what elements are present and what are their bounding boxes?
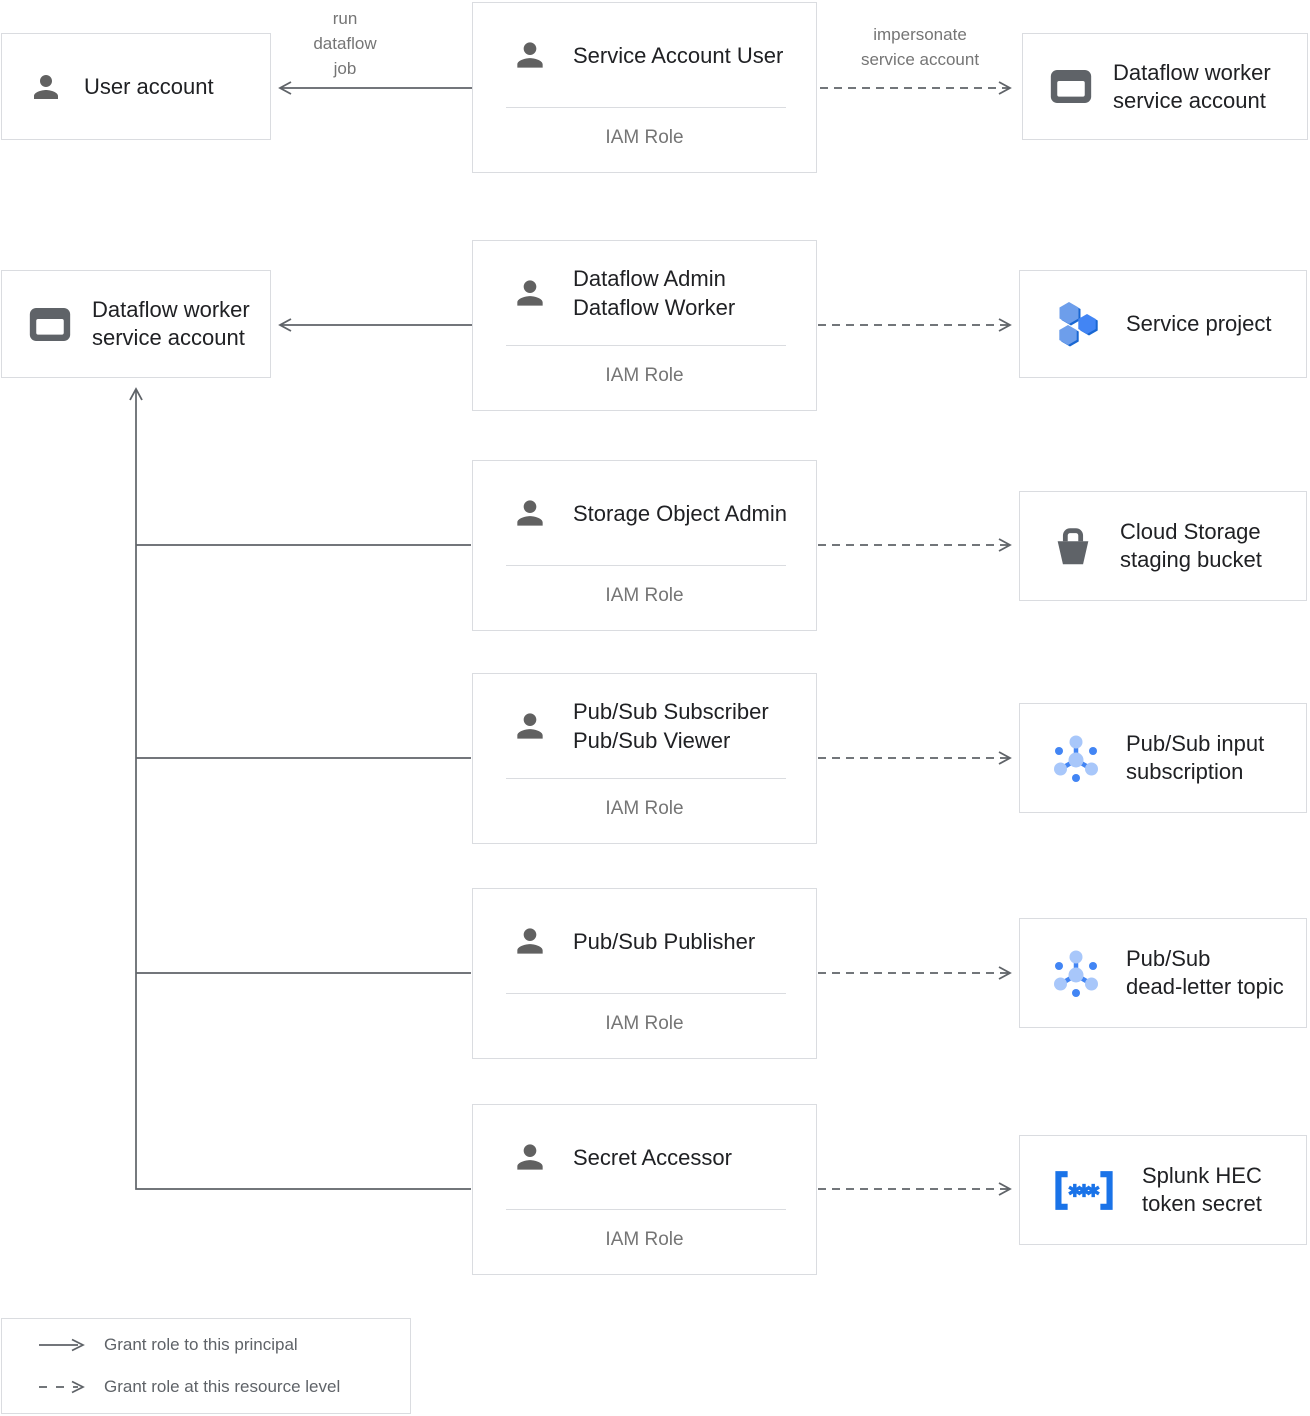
person-icon	[517, 928, 543, 954]
node-label: Splunk HEC	[1142, 1163, 1262, 1188]
divider	[506, 565, 786, 566]
solid-arrow-icon	[39, 1338, 85, 1352]
legend: Grant role to this principal Grant role …	[1, 1318, 411, 1414]
divider	[506, 993, 786, 994]
node-label: Pub/Sub input	[1126, 731, 1265, 756]
node-label: Dataflow worker	[1113, 59, 1271, 85]
pubsub-icon	[1054, 735, 1098, 782]
person-icon	[517, 713, 543, 739]
divider	[506, 778, 786, 779]
node-label: dead-letter topic	[1126, 974, 1284, 999]
secret-icon	[1055, 1170, 1113, 1210]
bucket-icon	[1057, 528, 1089, 565]
legend-row-solid: Grant role to this principal	[2, 1324, 410, 1366]
service-account-icon	[1050, 70, 1092, 103]
node-splunk-hec-token-secret: Splunk HEC token secret	[1019, 1135, 1307, 1245]
legend-row-dashed: Grant role at this resource level	[2, 1366, 410, 1408]
node-secret-accessor-role: Secret Accessor IAM Role	[472, 1104, 817, 1275]
node-label: token secret	[1142, 1191, 1262, 1216]
role-label: Secret Accessor	[573, 1144, 732, 1170]
pubsub-icon	[1054, 950, 1098, 997]
node-label: Service project	[1126, 311, 1272, 336]
role-label: Pub/Sub Subscriber	[573, 699, 769, 724]
node-service-account-user-role: Service Account User IAM Role	[472, 2, 817, 173]
role-label: Dataflow Worker	[573, 295, 736, 320]
iam-role-label: IAM Role	[605, 1013, 684, 1034]
node-label: Cloud Storage	[1120, 519, 1261, 544]
node-label: Dataflow worker	[92, 297, 250, 322]
node-pubsub-dead-letter-topic: Pub/Sub dead-letter topic	[1019, 918, 1307, 1028]
iam-role-label: IAM Role	[605, 585, 684, 606]
node-pubsub-input-subscription: Pub/Sub input subscription	[1019, 703, 1307, 813]
iam-role-label: IAM Role	[605, 365, 684, 386]
iam-role-label: IAM Role	[605, 798, 684, 819]
person-icon	[34, 74, 58, 99]
node-label: subscription	[1126, 759, 1244, 784]
role-label: Storage Object Admin	[573, 500, 788, 526]
edge-label-run-dataflow-job: run dataflow job	[313, 9, 377, 78]
person-icon	[517, 1144, 543, 1170]
iam-role-label: IAM Role	[605, 1229, 684, 1250]
node-cloud-storage-staging-bucket: Cloud Storage staging bucket	[1019, 491, 1307, 601]
node-label: User account	[84, 73, 214, 99]
legend-label-dashed: Grant role at this resource level	[104, 1377, 341, 1396]
project-icon	[1059, 302, 1098, 347]
dashed-arrow-icon	[39, 1380, 85, 1394]
node-label: service account	[92, 325, 245, 350]
edge-label-impersonate: impersonate service account	[860, 25, 980, 69]
node-dataflow-admin-worker-role: Dataflow Admin Dataflow Worker IAM Role	[472, 240, 817, 411]
node-pubsub-subscriber-viewer-role: Pub/Sub Subscriber Pub/Sub Viewer IAM Ro…	[472, 673, 817, 844]
node-pubsub-publisher-role: Pub/Sub Publisher IAM Role	[472, 888, 817, 1059]
role-label: Pub/Sub Viewer	[573, 728, 731, 753]
trunk-arrow-to-worker-sa	[129, 387, 471, 1190]
node-dataflow-worker-sa-left: Dataflow worker service account	[1, 270, 271, 378]
person-icon	[517, 42, 543, 68]
node-service-project: Service project	[1019, 270, 1307, 378]
person-icon	[517, 500, 543, 526]
node-storage-object-admin-role: Storage Object Admin IAM Role	[472, 460, 817, 631]
node-label: Pub/Sub	[1126, 946, 1211, 971]
role-label: Pub/Sub Publisher	[573, 928, 756, 954]
node-label: service account	[1113, 87, 1266, 113]
node-user-account: User account	[1, 33, 271, 140]
service-account-icon	[29, 307, 71, 341]
role-label: Dataflow Admin	[573, 266, 726, 291]
divider	[506, 345, 786, 346]
role-label: Service Account User	[573, 42, 784, 68]
legend-label-solid: Grant role to this principal	[104, 1335, 298, 1354]
node-label: staging bucket	[1120, 547, 1262, 572]
divider	[506, 107, 786, 108]
divider	[506, 1209, 786, 1210]
person-icon	[517, 280, 543, 306]
iam-role-label: IAM Role	[605, 127, 684, 148]
node-dataflow-worker-sa-top: Dataflow worker service account	[1022, 33, 1308, 140]
